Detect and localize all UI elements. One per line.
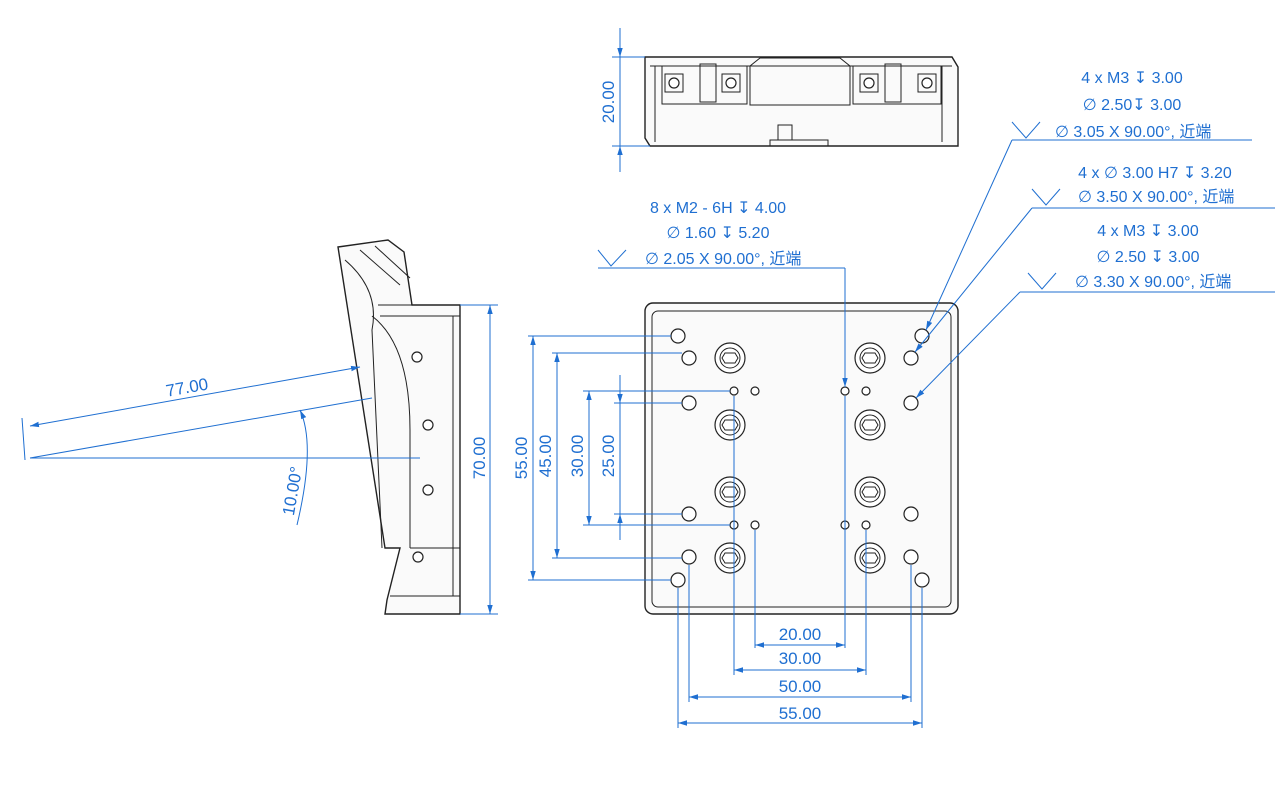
horizontal-dimensions: 20.00 30.00 50.00 55.00 [677,396,923,728]
front-view: 55.00 45.00 30.00 25.00 [512,302,959,728]
callout-m3-top-line1: 4 x M3 ↧ 3.00 [1081,70,1183,87]
dimension-label-55-vertical: 55.00 [512,437,531,480]
callout-h7-line2: ∅ 3.50 X 90.00°, 近端 [1078,188,1234,206]
dimension-label-50: 50.00 [779,677,822,696]
h7-dowel-holes [681,350,919,565]
vertical-dimensions: 55.00 45.00 30.00 25.00 [512,335,730,581]
dimension-label-70: 70.00 [470,437,489,480]
dimension-label-45: 45.00 [536,435,555,478]
top-view-right-clamp [852,63,942,105]
dimension-label-55-horizontal: 55.00 [779,704,822,723]
m3-tapped-holes [670,328,930,588]
dimension-label-20-horizontal: 20.00 [779,625,822,644]
callout-m3-top-line2: ∅ 2.50↧ 3.00 [1083,97,1182,114]
callout-m2: 8 x M2 - 6H ↧ 4.00 ∅ 1.60 ↧ 5.20 ∅ 2.05 … [597,200,848,387]
dimension-label-30-vertical: 30.00 [568,435,587,478]
callout-m2-line1: 8 x M2 - 6H ↧ 4.00 [650,200,786,217]
side-view: 70.00 77.00 10.00° [21,239,498,615]
m3-side-holes [681,395,919,522]
top-view-left-clamp [661,63,748,105]
callout-m3-side-line2: ∅ 2.50 ↧ 3.00 [1097,249,1200,266]
top-view: 20.00 [599,28,959,172]
dimension-label-77: 77.00 [164,375,209,401]
callout-h7: 4 x ∅ 3.00 H7 ↧ 3.20 ∅ 3.50 X 90.00°, 近端 [914,165,1275,353]
callout-h7-line1: 4 x ∅ 3.00 H7 ↧ 3.20 [1078,165,1232,182]
dimension-label-angle: 10.00° [279,465,306,517]
dimension-label-25: 25.00 [599,435,618,478]
dimension-label-20: 20.00 [599,81,618,124]
callout-m2-line3: ∅ 2.05 X 90.00°, 近端 [645,250,801,268]
callout-m3-side-line1: 4 x M3 ↧ 3.00 [1097,223,1199,240]
callout-m3-side: 4 x M3 ↧ 3.00 ∅ 2.50 ↧ 3.00 ∅ 3.30 X 90.… [915,223,1275,399]
callout-m3-top: 4 x M3 ↧ 3.00 ∅ 2.50↧ 3.00 ∅ 3.05 X 90.0… [925,70,1252,331]
socket-head-screws [714,342,886,574]
callout-m3-top-line3: ∅ 3.05 X 90.00°, 近端 [1055,123,1211,141]
callout-m2-line2: ∅ 1.60 ↧ 5.20 [667,225,770,242]
dimension-label-30-horizontal: 30.00 [779,649,822,668]
callout-m3-side-line3: ∅ 3.30 X 90.00°, 近端 [1075,273,1231,291]
